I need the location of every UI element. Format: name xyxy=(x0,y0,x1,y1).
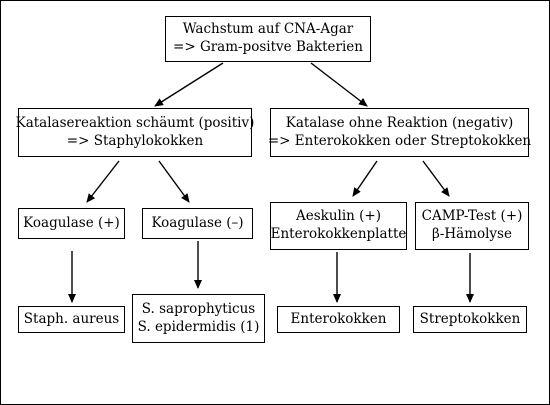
node-koagulase-negativ: Koagulase (–) xyxy=(142,208,253,239)
arrow-katneg-to-camp xyxy=(422,160,450,197)
node-root: Wachstum auf CNA-Agar => Gram-positve Ba… xyxy=(165,16,371,62)
node-saprophyticus: S. saprophyticus S. epidermidis (1) xyxy=(132,294,265,343)
arrow-root-to-katalase-pos xyxy=(154,62,224,107)
arrow-katpos-to-koag-pos xyxy=(86,160,120,203)
node-koagulase-positiv: Koagulase (+) xyxy=(18,208,125,239)
node-camp-test: CAMP-Test (+) β-Hämolyse xyxy=(415,202,529,250)
node-streptokokken: Streptokokken xyxy=(413,306,527,333)
arrow-root-to-katalase-neg xyxy=(310,62,368,107)
node-katalase-negativ: Katalase ohne Reaktion (negativ) => Ente… xyxy=(268,108,531,157)
node-aeskulin: Aeskulin (+) Enterokokkenplatte xyxy=(270,202,407,250)
arrow-katpos-to-koag-neg xyxy=(158,160,190,203)
node-katalase-positiv: Katalasereaktion schäumt (positiv) => St… xyxy=(16,108,254,157)
node-staph-aureus: Staph. aureus xyxy=(18,306,125,333)
node-enterokokken: Enterokokken xyxy=(277,306,400,333)
arrow-katneg-to-aeskulin xyxy=(352,160,378,197)
